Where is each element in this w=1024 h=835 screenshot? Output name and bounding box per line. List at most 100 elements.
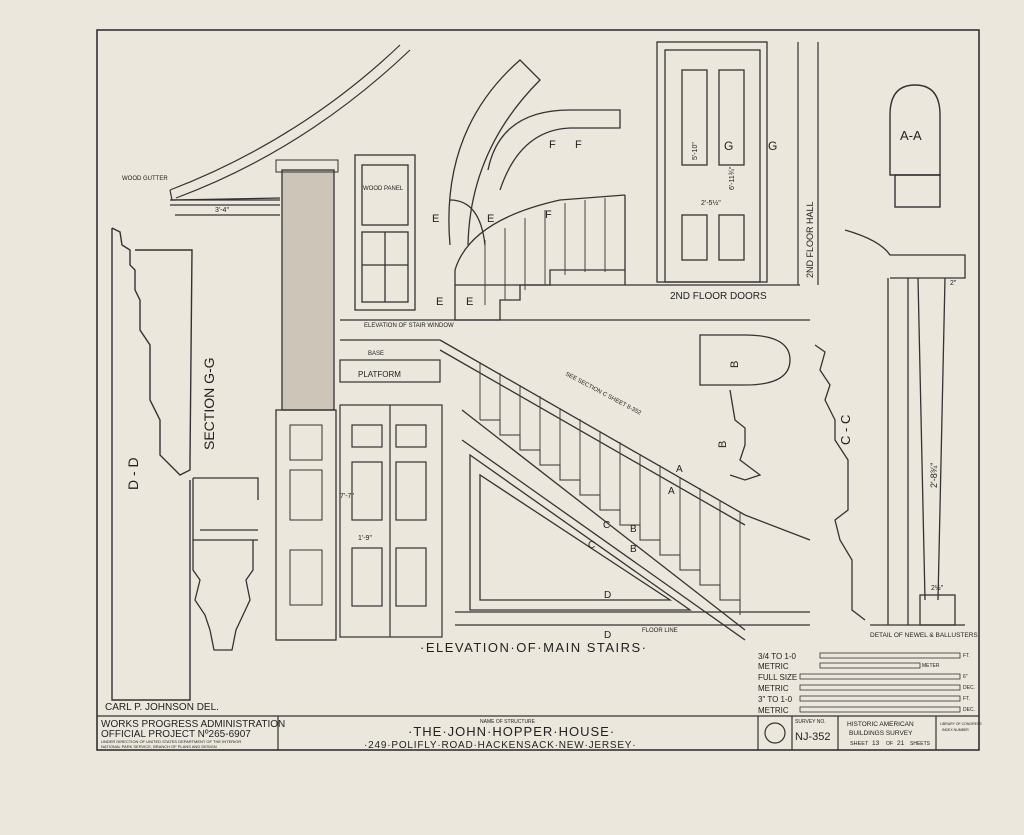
section-gg-profile bbox=[192, 477, 259, 651]
scale-bar-4 bbox=[799, 684, 961, 691]
scale-label-6: METRIC bbox=[758, 706, 789, 715]
title-block bbox=[97, 715, 979, 750]
second-floor-doors-label: 2ND FLOOR DOORS bbox=[670, 291, 767, 302]
marker-b-profile-2: B bbox=[717, 441, 729, 448]
panel-height-dim: 5'-10" bbox=[692, 142, 699, 160]
sheet-number: 13 bbox=[872, 740, 880, 747]
scale-bars: 3/4 TO 1-0 FT. METRIC METER FULL SIZE 6"… bbox=[758, 652, 975, 715]
scale-unit-5: FT. bbox=[963, 696, 970, 702]
name-of-structure-label: NAME OF STRUCTURE bbox=[480, 719, 536, 725]
scale-unit-4: DEC. bbox=[963, 685, 975, 691]
section-aa-profile bbox=[889, 84, 941, 208]
marker-f-right: F bbox=[575, 139, 582, 151]
section-cc-profile bbox=[814, 344, 866, 621]
sheet-total: 21 bbox=[897, 740, 905, 747]
section-gg-label: SECTION G-G bbox=[201, 357, 217, 450]
newel-detail-label: DETAIL OF NEWEL & BALLUSTERS bbox=[870, 632, 978, 639]
scale-unit-3: 6" bbox=[963, 674, 968, 680]
door-height-dim: 6'-11¾" bbox=[729, 166, 736, 190]
marker-c-1: C bbox=[603, 520, 610, 531]
newel-height-dim: 2'-8¾" bbox=[929, 463, 939, 488]
scale-label-1: 3/4 TO 1-0 bbox=[758, 652, 797, 661]
chimney-cap bbox=[275, 159, 339, 173]
newel-post bbox=[844, 229, 966, 626]
scale-unit-6: DEC. bbox=[963, 707, 975, 713]
marker-g-left: G bbox=[724, 139, 733, 153]
marker-c-2: C bbox=[588, 540, 595, 551]
habs-line-2: BUILDINGS SURVEY bbox=[849, 730, 913, 737]
main-stair bbox=[340, 194, 811, 641]
lib-line-1: LIBRARY OF CONGRESS bbox=[940, 722, 982, 726]
scale-label-5: 3" TO 1-0 bbox=[758, 695, 793, 704]
roof-eave bbox=[169, 44, 411, 216]
sheet-border bbox=[96, 29, 980, 751]
section-b-profile bbox=[699, 334, 791, 481]
section-dd-profile bbox=[111, 227, 193, 701]
floor-line-label: FLOOR LINE bbox=[642, 628, 678, 634]
scale-unit-1: FT. bbox=[963, 653, 970, 659]
handrail-curves bbox=[448, 59, 621, 246]
marker-a-2: A bbox=[668, 486, 675, 497]
marker-e-lower-right: E bbox=[466, 296, 473, 308]
sheets-label: SHEETS bbox=[910, 741, 931, 747]
left-wall-panel bbox=[275, 409, 337, 641]
sheet-label: SHEET bbox=[850, 741, 869, 747]
section-aa-label: A-A bbox=[900, 128, 922, 143]
scale-label-4: METRIC bbox=[758, 684, 789, 693]
wpa-line-4: NATIONAL PARK SERVICE, BRANCH OF PLANS A… bbox=[101, 744, 217, 749]
marker-g-right: G bbox=[768, 139, 777, 153]
stair-window-label: ELEVATION OF STAIR WINDOW bbox=[364, 323, 454, 329]
second-floor-door bbox=[656, 41, 768, 283]
marker-e-left: E bbox=[432, 213, 439, 225]
wpa-line-2: OFFICIAL PROJECT Nº265-6907 bbox=[101, 729, 251, 740]
survey-no: NJ-352 bbox=[795, 731, 830, 743]
newel-top-dim: 2" bbox=[950, 280, 957, 287]
scale-label-3: FULL SIZE bbox=[758, 673, 797, 682]
marker-f-stair: F bbox=[545, 209, 552, 221]
door-width-dim: 2'-5½" bbox=[701, 199, 721, 207]
sheet-of: OF bbox=[886, 741, 893, 747]
small-panel-1 bbox=[289, 424, 323, 461]
balusters-upper bbox=[484, 198, 606, 305]
section-cc-label: C - C bbox=[838, 415, 853, 445]
lib-line-2: INDEX NUMBER bbox=[942, 728, 969, 732]
habs-line-1: HISTORIC AMERICAN bbox=[847, 721, 914, 728]
marker-e-right: E bbox=[487, 213, 494, 225]
scale-label-2: METRIC bbox=[758, 662, 789, 671]
scale-bar-2 bbox=[819, 662, 921, 669]
scale-bar-1 bbox=[819, 652, 961, 659]
marker-a-1: A bbox=[676, 464, 683, 475]
small-panel-3 bbox=[289, 549, 323, 606]
low-door-width: 1'-9" bbox=[358, 535, 372, 542]
small-panel-2 bbox=[289, 469, 323, 521]
platform-box bbox=[339, 359, 441, 383]
structure-address: ·249·POLIFLY·ROAD·HACKENSACK·NEW·JERSEY· bbox=[364, 740, 636, 751]
marker-b-2: B bbox=[630, 544, 637, 555]
marker-f-left: F bbox=[549, 139, 556, 151]
gutter-dimension: 3'-4" bbox=[215, 207, 229, 214]
chimney-stipple bbox=[281, 169, 335, 411]
marker-b-1: B bbox=[630, 524, 637, 535]
scale-bar-3 bbox=[799, 673, 961, 680]
marker-d-2: D bbox=[604, 630, 611, 641]
second-floor-hall-label: 2ND FLOOR HALL bbox=[805, 201, 815, 278]
wpa-line-3: UNDER DIRECTION OF UNITED STATES DEPARTM… bbox=[101, 739, 241, 744]
section-dd-label: D - D bbox=[125, 457, 141, 490]
marker-d-1: D bbox=[604, 590, 611, 601]
lower-double-doors bbox=[339, 404, 443, 638]
newel-base-dim: 2½" bbox=[931, 584, 944, 592]
scale-bar-6 bbox=[799, 706, 961, 713]
survey-no-label: SURVEY NO. bbox=[795, 719, 826, 725]
structure-name: ·THE·JOHN·HOPPER·HOUSE· bbox=[408, 724, 615, 739]
elevation-title: ·ELEVATION·OF·MAIN STAIRS· bbox=[420, 640, 648, 655]
marker-b-profile: B bbox=[729, 361, 741, 368]
wood-gutter-label: WOOD GUTTER bbox=[122, 176, 168, 182]
wpa-line-1: WORKS PROGRESS ADMINISTRATION bbox=[101, 719, 285, 730]
platform-label: PLATFORM bbox=[358, 370, 401, 379]
scale-unit-2: METER bbox=[922, 663, 940, 669]
base-label: BASE bbox=[368, 351, 384, 357]
wood-panel-label: WOOD PANEL bbox=[363, 186, 404, 192]
balusters-lower bbox=[479, 362, 741, 615]
